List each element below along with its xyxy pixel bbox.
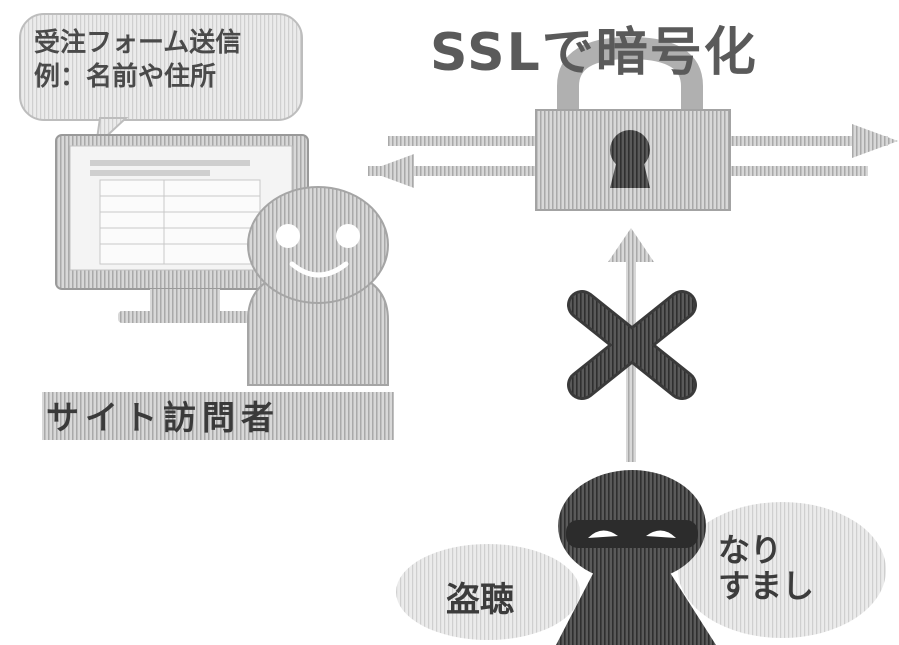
eavesdrop-label: 盗聴: [446, 580, 514, 620]
spoofing-oval: [678, 502, 886, 638]
spoofing-label: なり すまし: [718, 531, 815, 605]
x-mark-icon: [567, 290, 697, 400]
padlock-icon: [535, 36, 731, 211]
bubble-text: 受注フォーム送信 例：名前や住所: [34, 28, 242, 92]
speech-bubble: [19, 13, 303, 149]
eavesdrop-oval: [396, 544, 580, 640]
smiling-person-icon: [247, 186, 389, 386]
visitor-label-background: [42, 392, 394, 440]
masked-attacker-icon: [556, 470, 716, 645]
visitor-label: サイト訪問者: [46, 398, 280, 437]
diagram-title: SSLで暗号化: [430, 23, 758, 83]
